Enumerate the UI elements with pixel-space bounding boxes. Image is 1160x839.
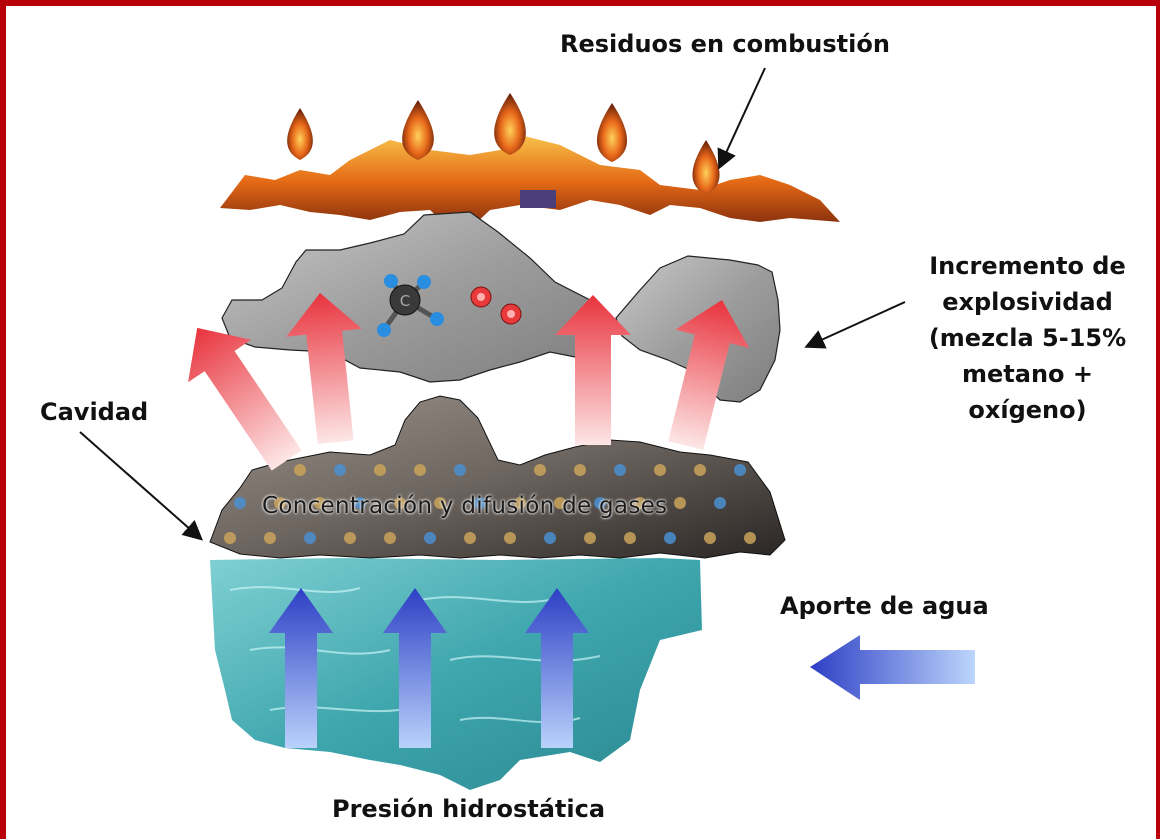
label-aporte-de-agua: Aporte de agua bbox=[780, 592, 989, 620]
gas-particle bbox=[414, 464, 426, 476]
gas-particle bbox=[384, 532, 396, 544]
gas-particle bbox=[674, 497, 686, 509]
label-incremento-explosividad: Incremento de explosividad (mezcla 5-15%… bbox=[915, 248, 1140, 428]
gas-particle bbox=[624, 532, 636, 544]
gas-particle bbox=[374, 464, 386, 476]
gas-particle bbox=[544, 532, 556, 544]
burning-waste-layer bbox=[220, 135, 840, 238]
gas-particle bbox=[304, 532, 316, 544]
gas-particle bbox=[224, 532, 236, 544]
gas-particle bbox=[584, 532, 596, 544]
gas-particle bbox=[504, 532, 516, 544]
gas-particle bbox=[294, 464, 306, 476]
pointer-cavidad bbox=[80, 432, 200, 538]
label-residuos-en-combustion: Residuos en combustión bbox=[560, 30, 890, 58]
water-pressure-arrows bbox=[269, 588, 589, 748]
water-inflow-arrow bbox=[810, 635, 975, 700]
label-line: oxígeno) bbox=[915, 392, 1140, 428]
gas-particle bbox=[574, 464, 586, 476]
label-line: Incremento de bbox=[915, 248, 1140, 284]
gas-particle bbox=[734, 464, 746, 476]
flame-drop bbox=[402, 100, 434, 160]
gas-particle bbox=[334, 464, 346, 476]
gas-particle bbox=[704, 532, 716, 544]
gas-particle bbox=[344, 532, 356, 544]
gas-particle bbox=[464, 532, 476, 544]
gas-particle bbox=[534, 464, 546, 476]
gas-particle bbox=[264, 532, 276, 544]
flame-drop bbox=[692, 140, 719, 195]
label-line: (mezcla 5-15% bbox=[915, 320, 1140, 356]
gas-particle bbox=[694, 464, 706, 476]
flame-drop bbox=[494, 93, 526, 155]
gas-particle bbox=[614, 464, 626, 476]
pointer-residuos bbox=[720, 68, 765, 166]
gas-particle bbox=[234, 497, 246, 509]
gas-particle bbox=[714, 497, 726, 509]
gas-particle bbox=[454, 464, 466, 476]
flame-drop bbox=[597, 103, 627, 162]
gas-particle bbox=[744, 532, 756, 544]
label-presion-hidrostatica: Presión hidrostática bbox=[332, 795, 605, 823]
flame-drop bbox=[287, 108, 313, 160]
water-layer bbox=[210, 558, 702, 790]
gas-particle bbox=[654, 464, 666, 476]
carbon-label: C bbox=[400, 292, 410, 310]
label-line: explosividad bbox=[915, 284, 1140, 320]
gas-particle bbox=[664, 532, 676, 544]
label-cavidad: Cavidad bbox=[40, 398, 148, 426]
label-line: metano + bbox=[915, 356, 1140, 392]
label-concentracion-difusion-gases: Concentración y difusión de gases bbox=[262, 493, 667, 519]
pointer-incremento bbox=[808, 302, 905, 346]
gas-particle bbox=[424, 532, 436, 544]
